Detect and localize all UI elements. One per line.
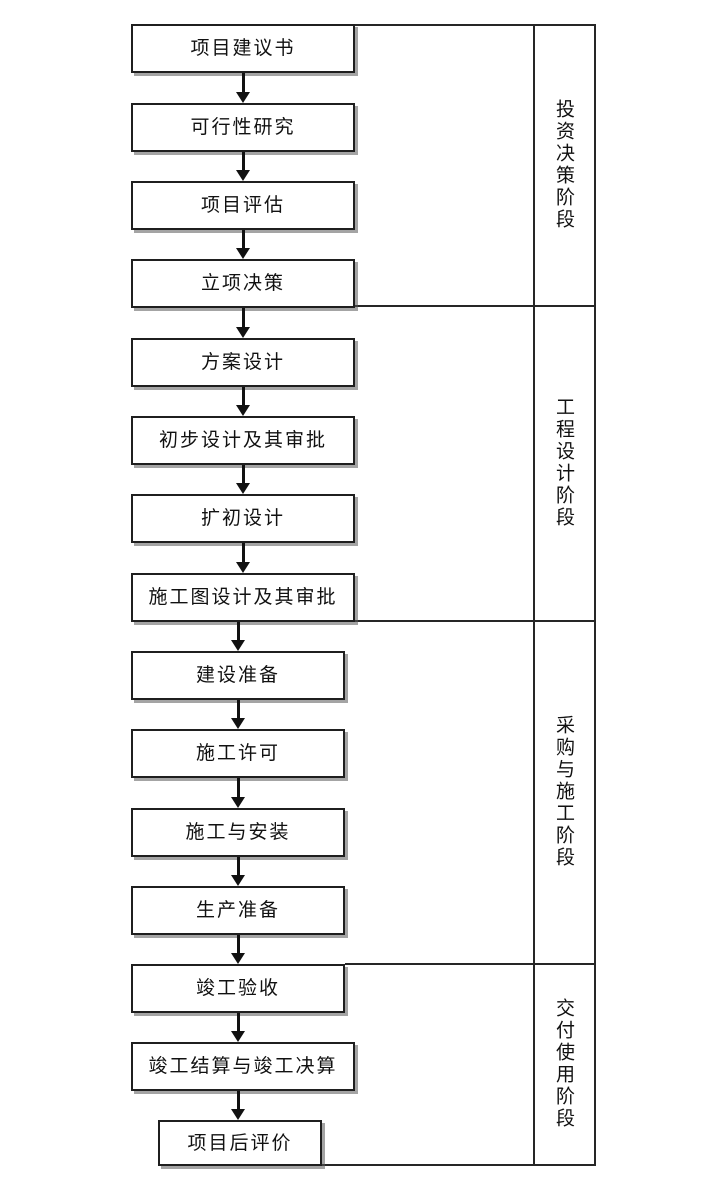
phase-label-procurement-construction: 采购与施工阶段: [553, 714, 574, 869]
phase-divider-2: [355, 620, 596, 622]
node-preliminary-design-approval[interactable]: 初步设计及其审批: [131, 416, 355, 465]
arrow-n8-n9: [231, 622, 245, 651]
arrow-n12-n13: [231, 935, 245, 964]
node-construction-permit[interactable]: 施工许可: [131, 729, 345, 778]
node-post-project-evaluation[interactable]: 项目后评价: [158, 1120, 322, 1166]
arrow-n14-n15: [231, 1091, 245, 1120]
node-completion-acceptance[interactable]: 竣工验收: [131, 964, 345, 1013]
arrow-n11-n12: [231, 857, 245, 886]
frame-top-border: [131, 24, 596, 26]
phase-label-investment-decision: 投资决策阶段: [553, 98, 574, 231]
node-construction-installation[interactable]: 施工与安装: [131, 808, 345, 857]
phase-label-handover-operation: 交付使用阶段: [553, 997, 574, 1130]
node-extended-preliminary-design[interactable]: 扩初设计: [131, 494, 355, 543]
phase-label-engineering-design: 工程设计阶段: [553, 396, 574, 529]
phase-divider-3: [345, 963, 596, 965]
arrow-n3-n4: [236, 230, 250, 259]
node-construction-preparation[interactable]: 建设准备: [131, 651, 345, 700]
arrow-n10-n11: [231, 778, 245, 808]
node-final-settlement-accounts[interactable]: 竣工结算与竣工决算: [131, 1042, 355, 1091]
frame-bottom-border: [158, 1164, 596, 1166]
phase-divider-1: [355, 305, 596, 307]
arrow-n6-n7: [236, 465, 250, 494]
node-construction-drawing-approval[interactable]: 施工图设计及其审批: [131, 573, 355, 622]
node-feasibility-study[interactable]: 可行性研究: [131, 103, 355, 152]
arrow-n4-n5: [236, 308, 250, 338]
arrow-n1-n2: [236, 73, 250, 103]
node-project-initiation-decision[interactable]: 立项决策: [131, 259, 355, 308]
arrow-n7-n8: [236, 543, 250, 573]
node-scheme-design[interactable]: 方案设计: [131, 338, 355, 387]
node-project-appraisal[interactable]: 项目评估: [131, 181, 355, 230]
frame-right-border: [594, 24, 596, 1166]
phase-column-divider: [533, 24, 535, 1166]
arrow-n13-n14: [231, 1013, 245, 1042]
arrow-n9-n10: [231, 700, 245, 729]
node-project-proposal[interactable]: 项目建议书: [131, 24, 355, 73]
node-production-preparation[interactable]: 生产准备: [131, 886, 345, 935]
arrow-n2-n3: [236, 152, 250, 181]
arrow-n5-n6: [236, 387, 250, 416]
